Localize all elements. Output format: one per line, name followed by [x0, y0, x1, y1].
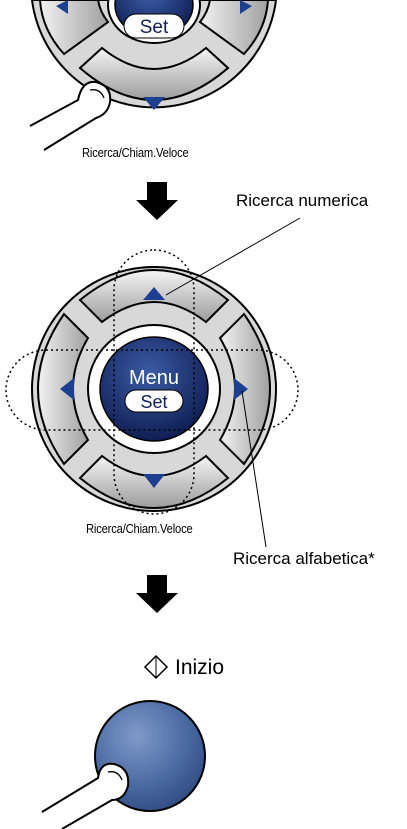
left-arrow-icon	[56, 0, 68, 14]
panel1-right-key[interactable]	[198, 0, 270, 56]
numeric-search-callout: Ricerca numerica	[236, 191, 369, 210]
flow-arrow-icon	[136, 182, 178, 220]
panel1-set-button[interactable]: Set	[107, 0, 201, 44]
speed-dial-caption: Ricerca/Chiam.Veloce	[86, 521, 193, 536]
panel2-up-key[interactable]	[78, 269, 230, 324]
menu-label: Menu	[129, 367, 179, 389]
down-arrow-icon	[143, 97, 165, 110]
panel1-down-key[interactable]	[78, 46, 230, 110]
set-label: Set	[140, 392, 167, 412]
start-label: Inizio	[175, 656, 225, 679]
speed-dial-caption: Ricerca/Chiam.Veloce	[82, 145, 189, 160]
finger-icon	[29, 80, 112, 151]
vertical-dotted-highlight	[113, 249, 195, 515]
panel1-dpad: Set	[30, 0, 278, 110]
panel2-down-key[interactable]	[78, 454, 230, 509]
down-arrow-icon	[143, 474, 165, 488]
right-arrow-icon	[240, 0, 252, 14]
panel1-left-key[interactable]	[38, 0, 110, 56]
panel2-menu-set-button[interactable]: Menu Set	[87, 324, 221, 454]
alphabetic-search-callout: Ricerca alfabetica*	[233, 549, 375, 568]
left-arrow-icon	[60, 378, 74, 400]
callout-line-right	[241, 390, 267, 548]
set-label: Set	[140, 17, 169, 38]
panel2-right-key[interactable]	[218, 312, 271, 466]
right-arrow-icon	[234, 378, 248, 400]
callout-line-up	[165, 217, 301, 296]
finger-icon	[41, 762, 130, 829]
panel2-dpad: Menu Set	[5, 249, 299, 515]
flow-arrow-icon	[136, 575, 178, 613]
diamond-outline-icon	[143, 654, 169, 680]
panel2-left-key[interactable]	[37, 312, 90, 466]
horizontal-dotted-highlight	[5, 349, 299, 431]
up-arrow-icon	[143, 287, 165, 300]
